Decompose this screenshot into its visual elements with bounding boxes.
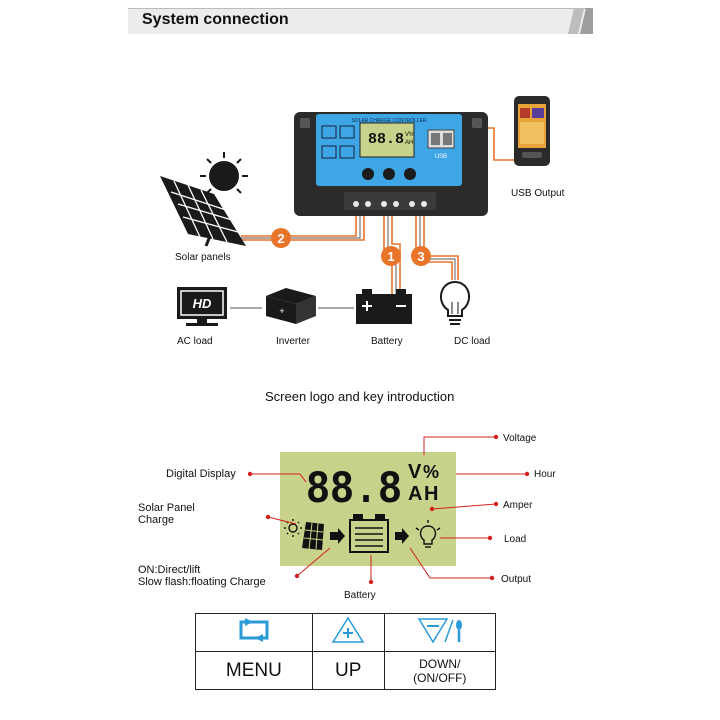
- svg-text:+: +: [279, 306, 284, 316]
- lcd-unit-amp: A: [408, 483, 422, 505]
- lcd-unit-hour: H: [424, 483, 438, 505]
- solar-panels-label: Solar panels: [175, 252, 231, 263]
- callout-digital-display: Digital Display: [166, 468, 236, 480]
- lcd-unit-percent: %: [423, 462, 439, 482]
- battery-icon: [356, 289, 412, 324]
- controller-button-menu[interactable]: [362, 168, 374, 180]
- usb-port-label: USB: [435, 154, 447, 160]
- dc-load-label: DC load: [454, 336, 491, 347]
- light-bulb-icon: [439, 280, 471, 325]
- callout-hour: Hour: [534, 469, 556, 480]
- svg-text:AH: AH: [405, 140, 413, 146]
- up-plus-icon: [331, 616, 365, 643]
- usb-output-label: USB Output: [511, 188, 565, 199]
- system-diagram: 2 1 3 HD + SOLAR CHARGE: [160, 96, 550, 326]
- down-minus-icon: [417, 618, 462, 644]
- step-badge-3: 3: [411, 246, 431, 266]
- callout-solar-panel-charge-1: Solar Panel: [138, 502, 195, 514]
- battery-label: Battery: [371, 336, 403, 347]
- key-down-label-cell: DOWN/ (ON/OFF): [383, 651, 497, 690]
- lcd-solar-panel-icon: [302, 522, 324, 550]
- key-menu-icon-cell: [195, 613, 313, 652]
- callout-solar-panel-charge-2: Charge: [138, 514, 175, 526]
- lcd-digital-display: 88.8: [306, 464, 402, 516]
- callout-lines: [250, 436, 527, 582]
- step-badge-1: 1: [381, 246, 401, 266]
- callout-dots: [247, 434, 530, 585]
- svg-text:3: 3: [417, 249, 424, 264]
- controller-button-down[interactable]: [404, 168, 416, 180]
- callout-voltage: Voltage: [503, 433, 537, 444]
- section-header: System connection: [128, 8, 593, 34]
- key-menu-label: MENU: [225, 659, 282, 681]
- page-title: System connection: [142, 11, 289, 28]
- controller-lcd: [359, 122, 415, 158]
- callout-output: Output: [501, 574, 532, 585]
- lcd-output-arrow-icon: [395, 528, 409, 544]
- callout-battery: Battery: [344, 590, 376, 601]
- inverter-icon: +: [266, 288, 316, 324]
- solar-panel-icon: [160, 176, 246, 247]
- callout-slow-flash: Slow flash:floating Charge: [138, 576, 266, 588]
- key-up-label-cell: UP: [311, 651, 385, 690]
- lcd-battery-icon: [349, 514, 389, 553]
- callout-on-direct-lift: ON:Direct/lift: [138, 564, 201, 576]
- callout-amper: Amper: [503, 500, 533, 511]
- key-down-label-2: (ON/OFF): [413, 670, 467, 685]
- solar-charge-controller: [294, 112, 488, 216]
- inverter-label: Inverter: [276, 336, 310, 347]
- key-up-icon-cell: [311, 613, 385, 652]
- lcd-sun-icon: [284, 519, 302, 537]
- lcd-charge-arrow-icon: [330, 528, 345, 544]
- svg-text:HD: HD: [193, 296, 212, 311]
- header-bar-shape: [128, 8, 593, 34]
- lcd-diagram: 88.8 V % A H: [247, 434, 530, 585]
- sun-icon: [200, 152, 248, 194]
- key-up-label: UP: [334, 659, 362, 681]
- svg-text:2: 2: [277, 231, 284, 246]
- controller-lcd-digits: 88.8: [368, 131, 404, 148]
- ac-load-label: AC load: [177, 336, 213, 347]
- lcd-unit-voltage: V: [408, 461, 422, 483]
- smartphone-icon: [514, 96, 550, 166]
- controller-button-up[interactable]: [383, 168, 395, 180]
- controller-label: SOLAR CHARGE CONTROLLER: [351, 118, 427, 124]
- key-down-label-1: DOWN/: [419, 656, 461, 671]
- svg-text:V%: V%: [405, 132, 415, 138]
- key-down-icon-cell: [383, 613, 497, 652]
- key-introduction-table: MENU UP DOWN/ (ON/OFF): [195, 613, 497, 690]
- callout-load: Load: [504, 534, 527, 545]
- screen-intro-subtitle: Screen logo and key introduction: [265, 389, 455, 404]
- tv-icon: HD: [177, 287, 227, 326]
- menu-cycle-icon: [239, 618, 269, 642]
- key-menu-label-cell: MENU: [195, 651, 313, 690]
- svg-text:1: 1: [387, 249, 394, 264]
- step-badge-2: 2: [271, 228, 291, 248]
- lcd-load-bulb-icon: [415, 520, 441, 548]
